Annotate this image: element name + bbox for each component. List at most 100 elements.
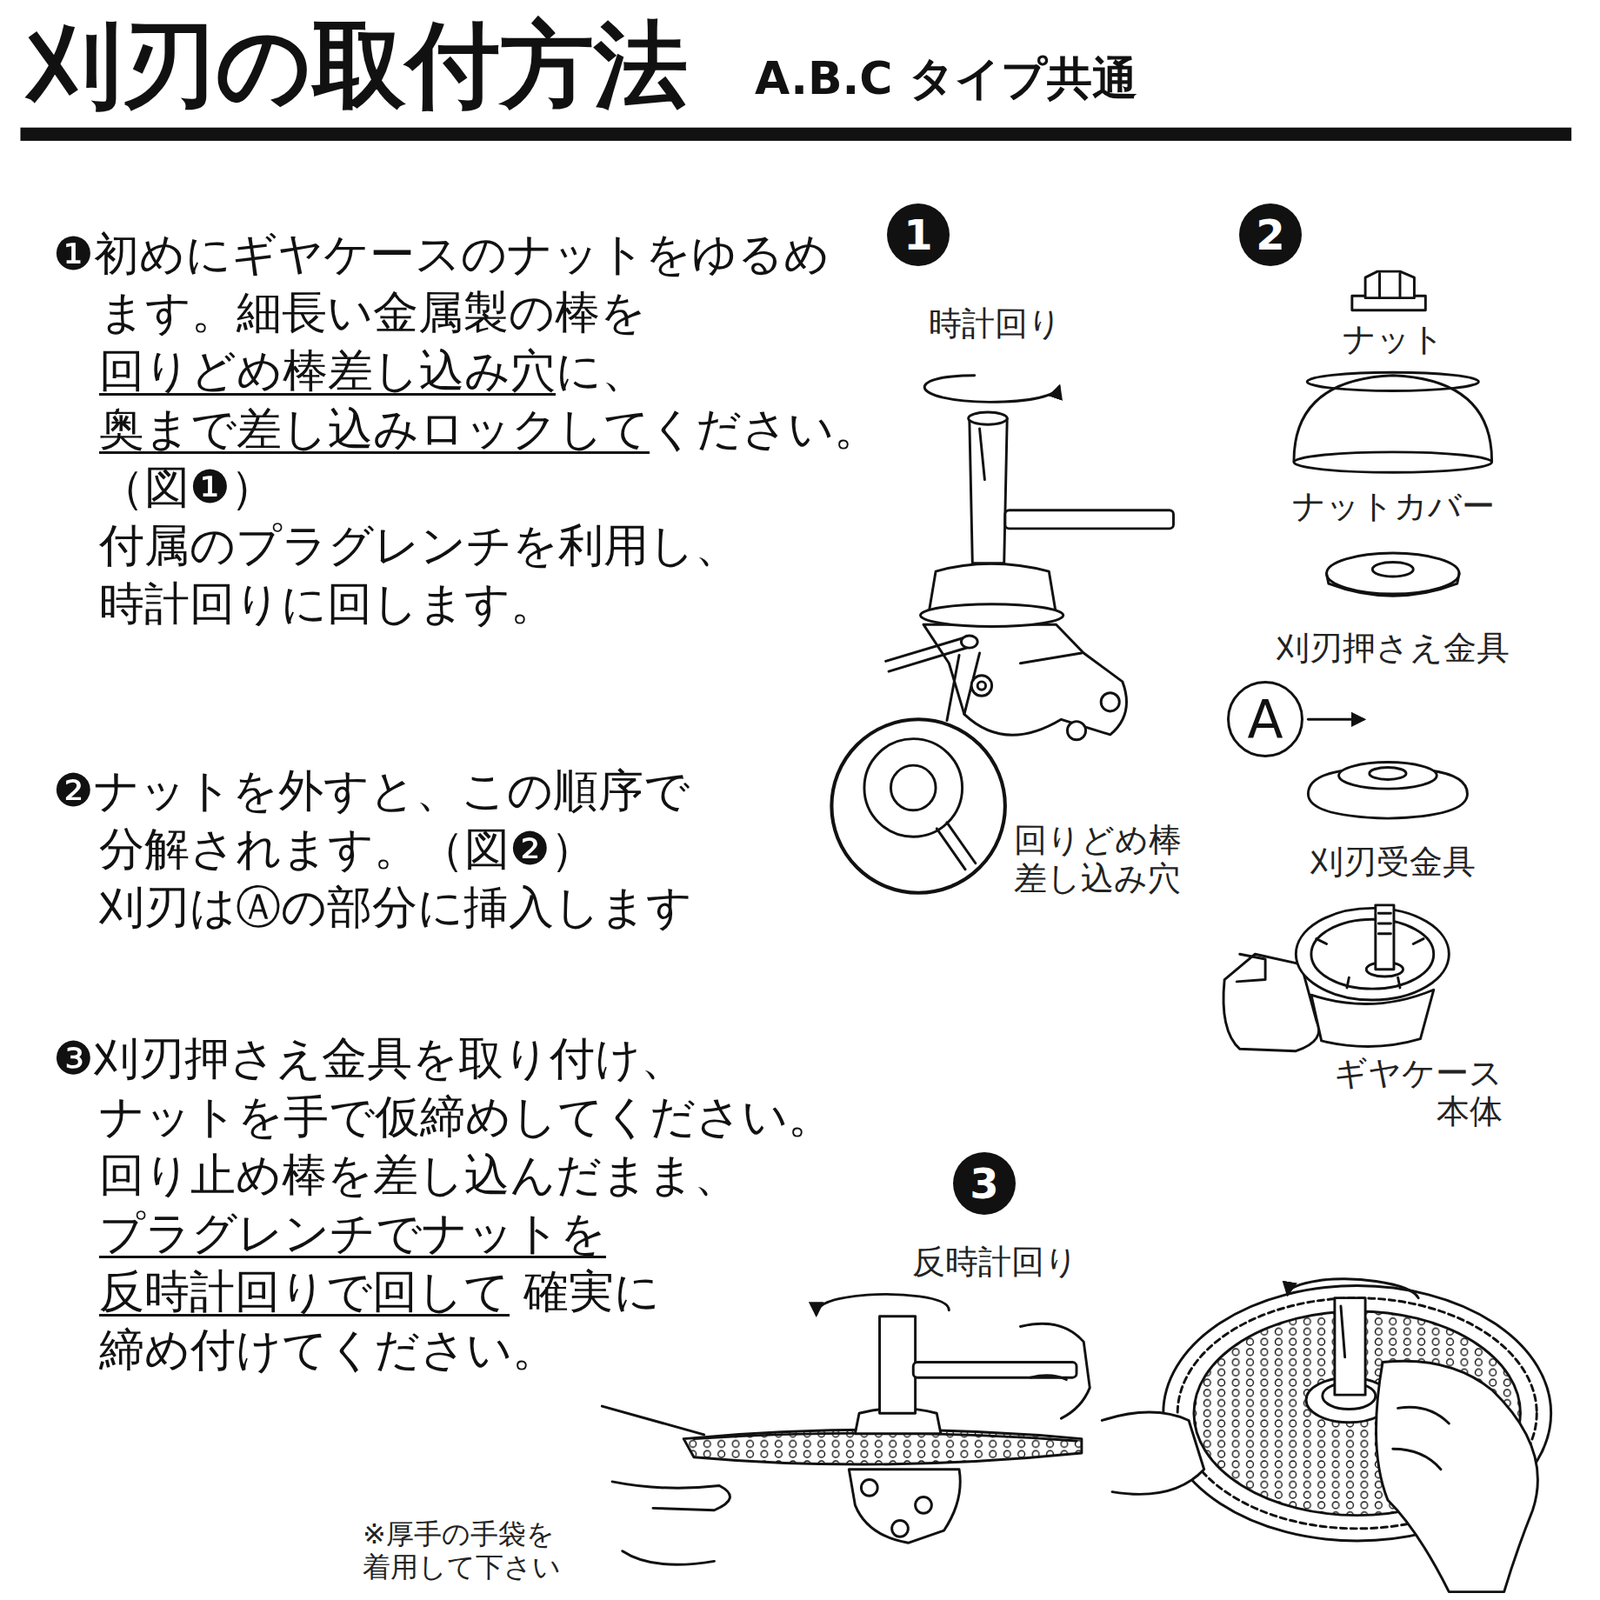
instruction-text: ナットを手で仮締めしてください。 <box>99 1090 834 1143</box>
illustration-part <box>1293 452 1493 473</box>
instruction-text: ❷ナットを外すと、この順序で <box>53 764 690 817</box>
illustration-part <box>1005 510 1174 529</box>
illustration-part <box>1365 271 1414 299</box>
instruction-line: 時計回りに回します。 <box>99 574 556 634</box>
illustration-part <box>968 412 1008 425</box>
hand-left <box>601 1406 730 1565</box>
subtitle-block: A.B.C タイプ共通 <box>754 53 1138 104</box>
instruction-text: ❶初めにギヤケースのナットをゆるめ <box>53 227 830 280</box>
instruction-text: 回り止め棒を差し込んだまま、 <box>99 1148 740 1201</box>
instruction-line: 刈刃はⒶの部分に挿入します <box>99 878 693 937</box>
node-text: 2 <box>1255 213 1285 256</box>
gear-case-under <box>848 1469 960 1543</box>
title-block: 刈刃の取付方法 <box>27 13 688 118</box>
illustration-part <box>915 1496 933 1514</box>
illustration-part <box>980 428 986 480</box>
underlined-text: 反時計回りで回して <box>99 1265 510 1318</box>
rotation-arrow-ccw <box>816 1293 950 1314</box>
instruction-text: ❸刈刃押さえ金具を取り付け、 <box>53 1032 687 1085</box>
instruction-line: 分解されます。（図❷） <box>99 820 596 879</box>
illustration-part <box>1393 1406 1450 1470</box>
instruction-line: 付属のプラグレンチを利用し、 <box>99 516 740 575</box>
hand-big <box>1376 1360 1539 1592</box>
part-label: 刈刃受金具 <box>1310 842 1476 881</box>
figure-three-right <box>1101 1279 1551 1593</box>
instruction-text: 締め付けてください。 <box>99 1323 558 1376</box>
part-label-block: ナットカバー <box>1289 486 1498 526</box>
illustration-part <box>1340 1306 1346 1358</box>
hand-bottom <box>1101 1412 1204 1494</box>
illustration-part <box>960 635 978 648</box>
rotation-arrow <box>924 375 1060 403</box>
wrench-right <box>1334 1298 1366 1395</box>
header-rule <box>20 127 1572 141</box>
node-text: A <box>1246 693 1283 746</box>
instruction-line: 締め付けてください。 <box>99 1320 558 1380</box>
instruction-line: ナットを手で仮締めしてください。 <box>99 1087 834 1147</box>
press-washer <box>1326 553 1460 594</box>
node-text: 1 <box>903 213 933 256</box>
underlined-text: 回りどめ棒差し込み穴 <box>99 344 556 397</box>
instruction-text: （図❶） <box>99 460 276 514</box>
figure-number: 1 <box>886 203 950 267</box>
figure-number: 2 <box>1239 203 1302 267</box>
instruction-text: 時計回りに回します。 <box>99 577 556 630</box>
illustration-part <box>1380 273 1400 298</box>
instruction-text: 確実に <box>523 1265 660 1318</box>
underlined-text: プラグレンチでナットを <box>99 1206 607 1260</box>
illustration-part <box>1100 693 1120 712</box>
instruction-text: ます。細長い金属製の棒を <box>99 286 647 339</box>
illustration-part <box>971 675 992 696</box>
illustration-part <box>1378 913 1391 934</box>
instruction-line: ❶初めにギヤケースのナットをゆるめ <box>53 225 830 284</box>
part-label: 回りどめ棒 差し込み穴 <box>1013 820 1182 898</box>
part-label: 反時計回り <box>912 1242 1079 1281</box>
part-label-block: ギヤケース 本体 <box>1320 1053 1506 1131</box>
part-label-block: 反時計回り <box>909 1242 1081 1281</box>
illustration-part <box>20 127 1572 1593</box>
instruction-text: 付属のプラグレンチを利用し、 <box>99 519 740 572</box>
instruction-line: 奥まで差し込みロックしてください。 <box>99 400 880 459</box>
illustration-part <box>936 822 976 870</box>
illustration-part <box>1295 907 1449 1000</box>
part-label: ナットカバー <box>1292 486 1495 526</box>
part-label-block: 刈刃押さえ金具 <box>1273 628 1513 667</box>
part-label: ナット <box>1342 320 1445 359</box>
instruction-text: ください。 <box>649 402 880 455</box>
node-text: 3 <box>969 1162 999 1205</box>
figure-number: 3 <box>953 1152 1016 1215</box>
figure-three-left <box>601 1293 1090 1565</box>
instruction-line: 回り止め棒を差し込んだまま、 <box>99 1146 740 1205</box>
illustration-part <box>1307 718 1363 721</box>
illustration-part <box>1236 953 1266 982</box>
instruction-line: 回りどめ棒差し込み穴に、 <box>99 341 647 400</box>
part-label: 時計回り <box>928 304 1062 343</box>
illustration-part <box>1339 762 1438 790</box>
instruction-text: 分解されます。（図❷） <box>99 822 596 875</box>
part-label-block: 回りどめ棒 差し込み穴 <box>1011 820 1196 898</box>
magnifier <box>831 719 1005 893</box>
underlined-text: 奥まで差し込みロックして <box>99 402 650 455</box>
figure-one <box>831 375 1174 894</box>
illustration-part <box>1372 562 1414 577</box>
illustration-part <box>920 604 1063 627</box>
illustration-part <box>860 1480 878 1497</box>
instruction-text: 刈刃はⒶの部分に挿入します <box>99 880 693 934</box>
instruction-line: （図❶） <box>99 458 276 517</box>
instruction-text: に、 <box>555 344 647 397</box>
illustration-part <box>977 681 986 690</box>
illustration-part <box>892 1520 909 1537</box>
illustration-part <box>1375 905 1394 970</box>
part-label-block: 刈刃受金具 <box>1307 842 1479 881</box>
illustration-part <box>1306 372 1479 391</box>
illustration-part <box>964 653 1082 714</box>
part-label: ※厚手の手袋を 着用して下さい <box>362 1517 561 1584</box>
leader <box>946 654 960 720</box>
part-label-block: ※厚手の手袋を 着用して下さい <box>360 1517 574 1584</box>
part-label: ギヤケース 本体 <box>1333 1053 1503 1131</box>
illustration-part <box>1311 919 1434 989</box>
hand-right <box>1020 1323 1090 1419</box>
wrench-left <box>880 1316 916 1414</box>
instruction-line: ❸刈刃押さえ金具を取り付け、 <box>53 1029 687 1088</box>
instruction-line: ❷ナットを外すと、この順序で <box>53 761 690 820</box>
